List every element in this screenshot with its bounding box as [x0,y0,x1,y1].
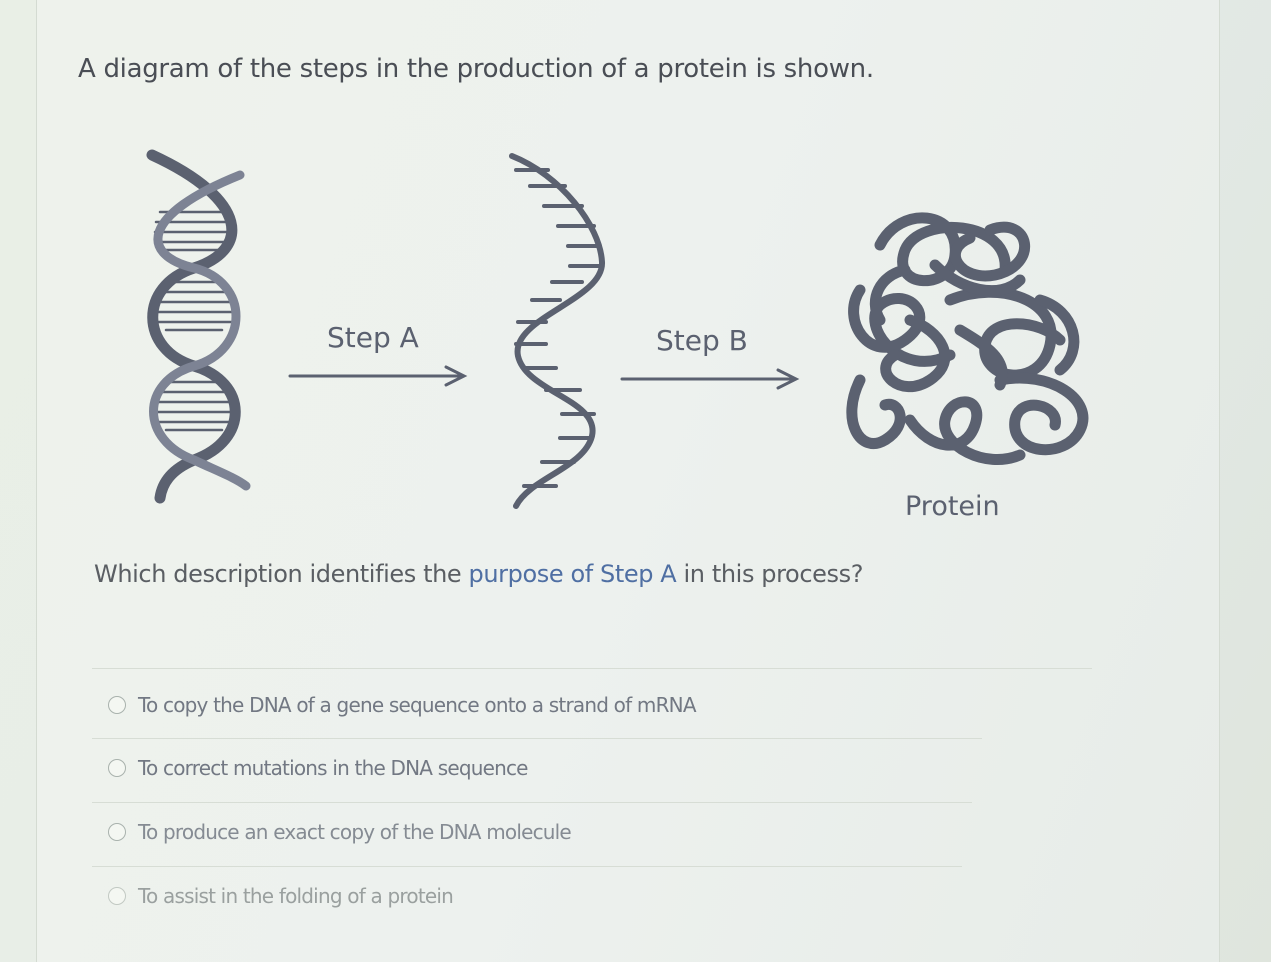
answer-option-1-label: To copy the DNA of a gene sequence onto … [138,693,697,717]
step-b-label: Step B [656,324,748,357]
radio-button-2[interactable] [108,759,126,777]
step-b-arrow [620,368,800,390]
step-a-arrow [288,365,468,387]
option-divider [92,866,962,867]
question-intro: A diagram of the steps in the production… [78,54,874,84]
mrna-strand [509,153,606,509]
answer-option-3-label: To produce an exact copy of the DNA mole… [138,820,572,844]
radio-button-4[interactable] [108,887,126,905]
dna-double-helix [146,149,251,504]
options-top-divider [92,668,1092,669]
protein-label: Protein [905,491,1000,522]
folded-protein [846,212,1089,465]
radio-button-1[interactable] [108,696,126,714]
question-text-pre: Which description identifies the [94,560,469,588]
answer-option-1[interactable]: To copy the DNA of a gene sequence onto … [108,693,697,717]
question-text: Which description identifies the purpose… [94,560,863,588]
question-highlight: purpose of Step A [468,560,677,588]
answer-option-4-label: To assist in the folding of a protein [138,884,454,908]
option-divider [92,802,972,803]
radio-button-3[interactable] [108,823,126,841]
answer-option-3[interactable]: To produce an exact copy of the DNA mole… [108,820,572,844]
answer-option-2-label: To correct mutations in the DNA sequence [138,756,529,780]
answer-option-4[interactable]: To assist in the folding of a protein [108,884,454,908]
option-divider [92,738,982,739]
question-text-post: in this process? [676,560,864,588]
answer-option-2[interactable]: To correct mutations in the DNA sequence [108,756,529,780]
step-a-label: Step A [327,321,419,354]
